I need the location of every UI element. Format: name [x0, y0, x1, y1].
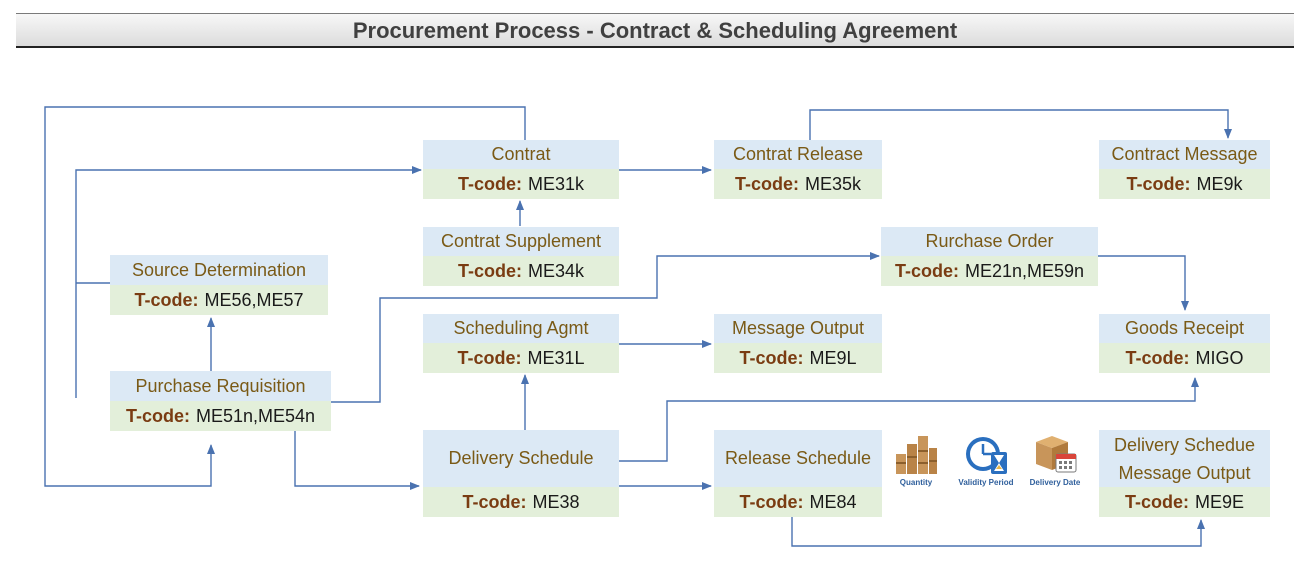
- delivery-schedule-message-box: Delivery Schedue Message Output T-code:M…: [1099, 430, 1270, 517]
- tcode-label: T-code:: [739, 347, 804, 368]
- connector-pr-to-ds: [294, 431, 420, 490]
- tcode-value: ME38: [532, 491, 580, 512]
- connector-pr-to-po: [330, 252, 880, 403]
- quantity-icon-label: Quantity: [899, 478, 933, 487]
- goods-receipt-box: Goods Receipt T-code:MIGO: [1099, 314, 1270, 373]
- source-determination-box: Source Determination T-code:ME56,ME57: [110, 255, 328, 315]
- tcode-label: T-code:: [457, 347, 522, 368]
- tcode-label: T-code:: [739, 491, 804, 512]
- purchase-order-box: Rurchase Order T-code:ME21n,ME59n: [881, 227, 1098, 286]
- tcode-value: ME56,ME57: [204, 289, 304, 310]
- connector-po-to-gr: [1098, 255, 1189, 311]
- connector-contract-loop: [44, 106, 526, 487]
- contract-supplement-box: Contrat Supplement T-code:ME34k: [423, 227, 619, 286]
- tcode-label: T-code:: [1126, 173, 1191, 194]
- contract-tcode: T-code:ME31k: [423, 169, 619, 199]
- source-determination-title: Source Determination: [110, 255, 328, 285]
- connector-to-contract: [75, 166, 422, 398]
- release-schedule-title: Release Schedule: [714, 430, 882, 487]
- contract-supplement-title: Contrat Supplement: [423, 227, 619, 256]
- connector-ds-to-gr: [619, 377, 1199, 462]
- release-schedule-box: Release Schedule T-code:ME84: [714, 430, 882, 517]
- tcode-value: ME84: [809, 491, 857, 512]
- scheduling-agmt-box: Scheduling Agmt T-code:ME31L: [423, 314, 619, 373]
- message-output-title: Message Output: [714, 314, 882, 343]
- delivery-schedule-tcode: T-code:ME38: [423, 487, 619, 517]
- contract-release-title: Contrat Release: [714, 140, 882, 169]
- tcode-value: ME34k: [527, 260, 585, 281]
- contract-supplement-tcode: T-code:ME34k: [423, 256, 619, 286]
- tcode-value: ME51n,ME54n: [195, 405, 316, 426]
- contract-title: Contrat: [423, 140, 619, 169]
- tcode-label: T-code:: [462, 491, 527, 512]
- clock-hourglass-icon: [966, 437, 1007, 474]
- validity-icon-group: Validity Period: [955, 432, 1017, 487]
- purchase-order-tcode: T-code:ME21n,ME59n: [881, 256, 1098, 286]
- contract-message-box: Contract Message T-code:ME9k: [1099, 140, 1270, 199]
- scheduling-agmt-tcode: T-code:ME31L: [423, 343, 619, 373]
- contract-release-tcode: T-code:ME35k: [714, 169, 882, 199]
- delivery-schedule-message-title-line1: Delivery Schedue: [1113, 434, 1256, 455]
- tcode-label: T-code:: [1125, 347, 1190, 368]
- delivery-schedule-message-title-line2: Message Output: [1118, 462, 1251, 483]
- tcode-label: T-code:: [457, 173, 522, 194]
- tcode-label: T-code:: [734, 173, 799, 194]
- contract-message-tcode: T-code:ME9k: [1099, 169, 1270, 199]
- purchase-order-title: Rurchase Order: [881, 227, 1098, 256]
- tcode-label: T-code:: [894, 260, 959, 281]
- tcode-value: ME31L: [527, 347, 585, 368]
- tcode-label: T-code:: [1124, 491, 1189, 512]
- release-schedule-tcode: T-code:ME84: [714, 487, 882, 517]
- tcode-label: T-code:: [457, 260, 522, 281]
- purchase-requisition-title: Purchase Requisition: [110, 371, 331, 401]
- tcode-value: MIGO: [1195, 347, 1244, 368]
- delivery-schedule-message-title: Delivery Schedue Message Output: [1099, 430, 1270, 487]
- purchase-requisition-tcode: T-code:ME51n,ME54n: [110, 401, 331, 431]
- tcode-value: ME9L: [809, 347, 857, 368]
- message-output-box: Message Output T-code:ME9L: [714, 314, 882, 373]
- delivery-date-icon-label: Delivery Date: [1029, 478, 1081, 487]
- delivery-date-icon-group: Delivery Date: [1024, 432, 1086, 487]
- tcode-value: ME31k: [527, 173, 585, 194]
- box-calendar-icon: [1036, 436, 1077, 473]
- scheduling-agmt-title: Scheduling Agmt: [423, 314, 619, 343]
- delivery-schedule-message-tcode: T-code:ME9E: [1099, 487, 1270, 517]
- validity-icon-label: Validity Period: [958, 478, 1014, 487]
- tcode-value: ME9E: [1194, 491, 1245, 512]
- delivery-schedule-box: Delivery Schedule T-code:ME38: [423, 430, 619, 517]
- purchase-requisition-box: Purchase Requisition T-code:ME51n,ME54n: [110, 371, 331, 431]
- goods-receipt-title: Goods Receipt: [1099, 314, 1270, 343]
- goods-receipt-tcode: T-code:MIGO: [1099, 343, 1270, 373]
- tcode-label: T-code:: [134, 289, 199, 310]
- connector-rs-to-dsmo: [791, 517, 1205, 547]
- tcode-value: ME21n,ME59n: [964, 260, 1085, 281]
- source-determination-tcode: T-code:ME56,ME57: [110, 285, 328, 315]
- connector-release-to-message: [809, 109, 1232, 140]
- tcode-value: ME9k: [1196, 173, 1243, 194]
- message-output-tcode: T-code:ME9L: [714, 343, 882, 373]
- contract-release-box: Contrat Release T-code:ME35k: [714, 140, 882, 199]
- contract-message-title: Contract Message: [1099, 140, 1270, 169]
- boxes-icon: [896, 436, 937, 474]
- tcode-label: T-code:: [125, 405, 190, 426]
- quantity-icon-group: Quantity: [885, 432, 947, 487]
- delivery-schedule-title: Delivery Schedule: [423, 430, 619, 487]
- contract-box: Contrat T-code:ME31k: [423, 140, 619, 199]
- tcode-value: ME35k: [804, 173, 862, 194]
- page-title: Procurement Process - Contract & Schedul…: [16, 13, 1294, 48]
